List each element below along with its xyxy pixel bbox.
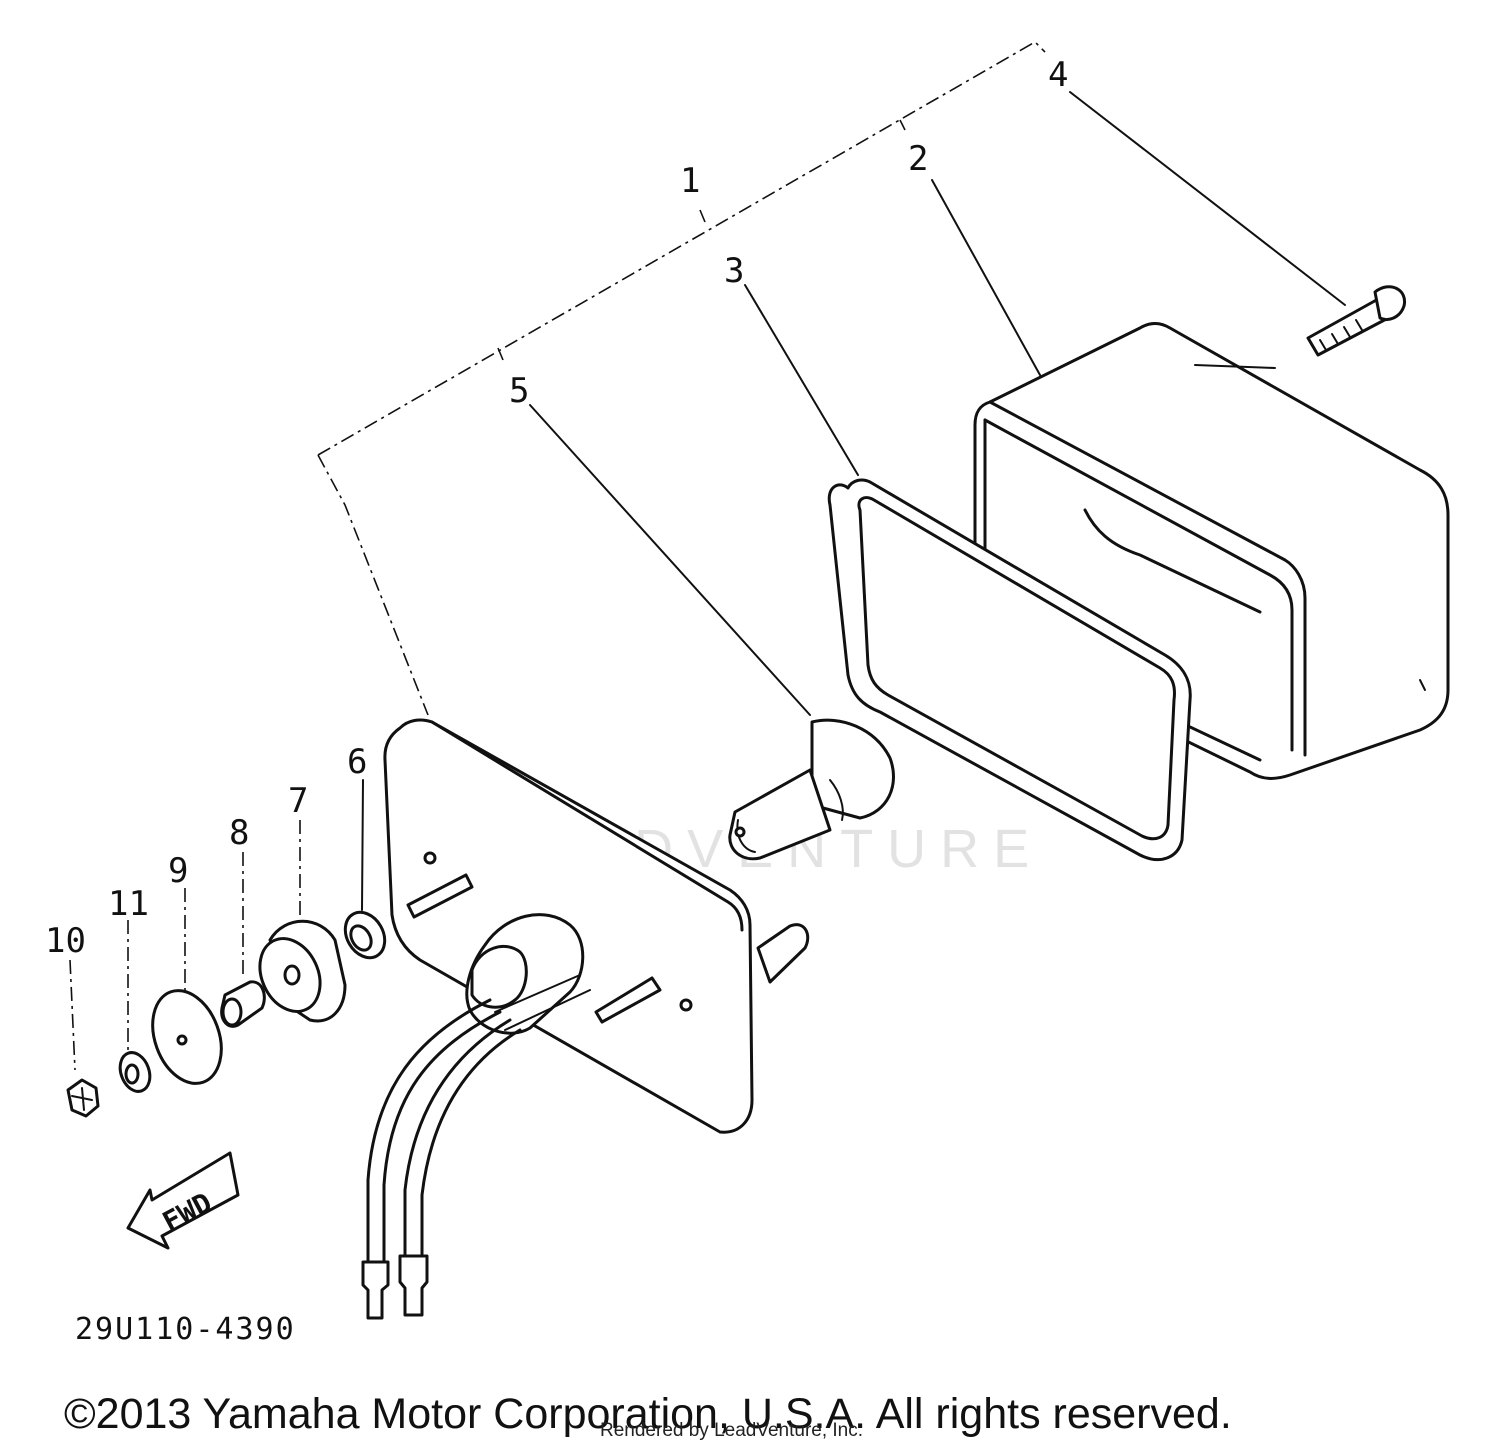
lock-washer-part-11: [118, 1051, 152, 1093]
collar-part-8: [220, 980, 266, 1028]
bulb-part-5: [728, 718, 895, 861]
callout-11: 11: [108, 884, 149, 924]
assembly-bracket: [317, 41, 1046, 716]
callout-5: 5: [509, 371, 529, 411]
callout-1: 1: [680, 161, 700, 201]
grommet-part-7: [258, 919, 347, 1023]
callout-3: 3: [724, 251, 744, 291]
rendered-by-credit: Rendered by LeadVenture, Inc.: [600, 1420, 864, 1441]
fwd-direction-arrow: FWD: [126, 1151, 240, 1250]
wire-harness: [361, 998, 522, 1320]
copyright-notice: ©2013 Yamaha Motor Corporation, U.S.A. A…: [64, 1390, 1232, 1438]
callout-6: 6: [347, 742, 367, 782]
callout-2: 2: [908, 139, 928, 179]
callout-7: 7: [288, 781, 308, 821]
gasket-part-3: [827, 478, 1192, 861]
callout-labels: 4 2 1 3 5 6 7 8 9 11 10: [45, 55, 1068, 961]
callout-4: 4: [1048, 55, 1068, 95]
callout-10: 10: [45, 921, 86, 961]
plate-washer-part-9: [151, 989, 223, 1085]
callout-9: 9: [168, 851, 188, 891]
screw-part-4: [1306, 285, 1407, 357]
diagram-code: 29U110-4390: [75, 1312, 296, 1347]
leader-lines: [69, 91, 1346, 1071]
base-plate-part-1: [383, 718, 810, 1134]
washer-part-6: [343, 910, 387, 960]
nut-part-10: [66, 1078, 100, 1118]
callout-8: 8: [229, 813, 249, 853]
